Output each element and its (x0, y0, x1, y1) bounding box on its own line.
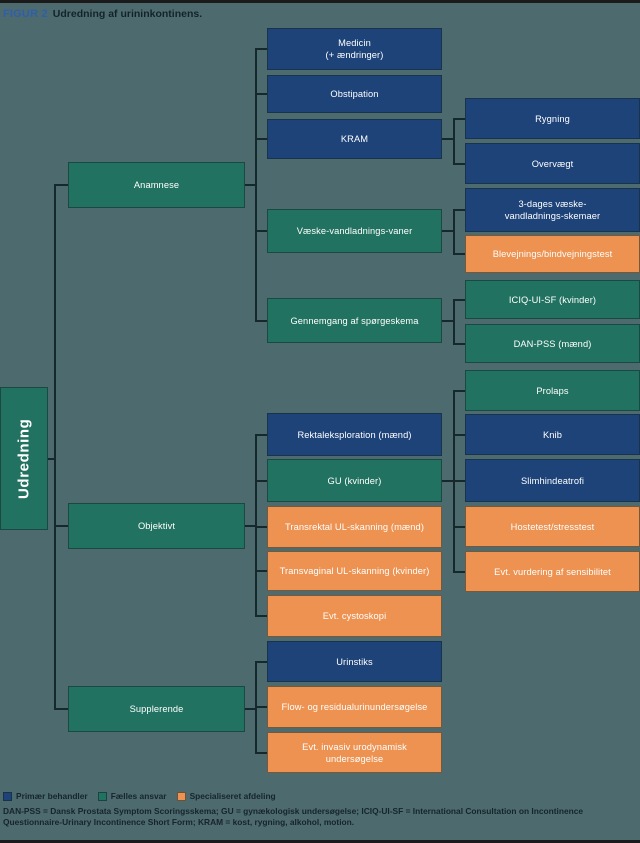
node-overvaegt: Overvægt (465, 143, 640, 184)
connector-gu-kvinder-to-knib (453, 433, 467, 436)
connector-objektivt-to-transvaginal-ul (255, 570, 269, 572)
node-transvaginal-ul: Transvaginal UL-skanning (kvinder) (267, 551, 442, 591)
legend-item-specialiseret-afdeling: Specialiseret afdeling (176, 791, 276, 801)
legend-label-faelles-ansvar: Fælles ansvar (110, 791, 167, 801)
node-supplerende: Supplerende (68, 686, 245, 732)
connector-kram-to-overvaegt (453, 162, 467, 165)
connector-root-to-branch-anamnese (54, 184, 70, 186)
node-rygning: Rygning (465, 98, 640, 139)
node-transrektal-ul: Transrektal UL-skanning (mænd) (267, 506, 442, 548)
connector-gu-kvinder-to-slimhindeatrofi (453, 479, 467, 482)
node-slimhindeatrofi: Slimhindeatrofi (465, 459, 640, 502)
node-medicin: Medicin(+ ændringer) (267, 28, 442, 70)
connector-anamnese-to-gennemgang-spoergeskema (255, 319, 269, 322)
connector-kram-to-rygning (453, 117, 467, 120)
node-iciq-ui-sf: ICIQ-UI-SF (kvinder) (465, 280, 640, 319)
node-gu-kvinder: GU (kvinder) (267, 459, 442, 502)
connector-gu-kvinder-to-sensibilitet (453, 570, 467, 573)
node-anamnese: Anamnese (68, 162, 245, 208)
legend-item-faelles-ansvar: Fælles ansvar (97, 791, 167, 801)
node-vaeske-vandladnings-vaner: Væske-vandladnings-vaner (267, 209, 442, 253)
legend-swatch-faelles-ansvar (97, 791, 107, 801)
connector-gennemgang-spoergeskema-to-dan-pss (453, 342, 467, 345)
node-flow-residualurin: Flow- og residualurinundersøgelse (267, 686, 442, 728)
connector-kram-spine (453, 117, 455, 165)
connector-objektivt-to-rektaleksploration (255, 433, 269, 436)
connector-supplerende-to-urinstiks (255, 660, 269, 663)
connector-kram-stub (442, 138, 455, 140)
node-blevejningstest: Blevejnings/bindvejningstest (465, 235, 640, 273)
connector-anamnese-spine (255, 48, 257, 322)
node-urinstiks: Urinstiks (267, 641, 442, 682)
connector-supplerende-to-invasiv-urodynamisk (255, 751, 269, 754)
node-hostetest: Hostetest/stresstest (465, 506, 640, 547)
connector-anamnese-to-obstipation (255, 93, 269, 95)
connector-vaeske-vandladnings-vaner-to-blevejningstest (453, 253, 467, 255)
connector-vaeske-vandladnings-vaner-to-3-dages-skemaer (453, 209, 467, 211)
connector-anamnese-to-vaeske-vandladnings-vaner (255, 230, 269, 232)
connector-anamnese-stub (245, 184, 257, 186)
node-obstipation: Obstipation (267, 75, 442, 113)
node-knib: Knib (465, 414, 640, 455)
bottom-rule (0, 840, 640, 843)
legend-label-specialiseret-afdeling: Specialiseret afdeling (189, 791, 276, 801)
connector-gennemgang-spoergeskema-to-iciq-ui-sf (453, 298, 467, 301)
connector-supplerende-stub (245, 708, 257, 710)
connector-root-spine (54, 184, 56, 710)
node-3-dages-skemaer: 3-dages væske-vandladnings-skemaer (465, 188, 640, 232)
figure-title: Udredning af urininkontinens. (52, 8, 203, 20)
connector-anamnese-to-medicin (255, 48, 269, 50)
node-dan-pss: DAN-PSS (mænd) (465, 324, 640, 363)
connector-objektivt-to-transrektal-ul (255, 526, 269, 528)
node-rektaleksploration: Rektaleksploration (mænd) (267, 413, 442, 456)
connector-objektivt-to-gu-kvinder (255, 479, 269, 482)
connector-root-to-branch-objektivt (54, 525, 70, 527)
legend-item-primaer-behandler: Primær behandler (3, 791, 88, 801)
connector-objektivt-spine (255, 433, 257, 617)
figure-header: FIGUR 2 Udredning af urininkontinens. (3, 8, 202, 22)
connector-gu-kvinder-to-prolaps (453, 389, 467, 392)
legend-swatch-specialiseret-afdeling (176, 791, 186, 801)
node-gennemgang-spoergeskema: Gennemgang af spørgeskema (267, 298, 442, 343)
node-objektivt: Objektivt (68, 503, 245, 549)
connector-anamnese-to-kram (255, 138, 269, 140)
legend: Primær behandler Fælles ansvar Specialiser… (3, 791, 276, 801)
connector-vaeske-vandladnings-vaner-spine (453, 209, 455, 255)
figure-number-label: FIGUR 2 (3, 8, 48, 20)
connector-gennemgang-spoergeskema-spine (453, 298, 455, 345)
node-sensibilitet: Evt. vurdering af sensibilitet (465, 551, 640, 592)
connector-supplerende-to-flow-residualurin (255, 706, 269, 708)
top-rule (0, 0, 640, 3)
connector-gu-kvinder-stub (442, 479, 455, 482)
connector-vaeske-vandladnings-vaner-stub (442, 230, 455, 232)
legend-swatch-primaer-behandler (3, 791, 12, 801)
legend-label-primaer-behandler: Primær behandler (16, 791, 88, 801)
node-prolaps: Prolaps (465, 370, 640, 411)
connector-gu-kvinder-to-hostetest (453, 525, 467, 528)
connector-objektivt-to-cystoskopi (255, 615, 269, 617)
connector-root-to-branch-supplerende (54, 708, 70, 710)
connector-root-stub (48, 457, 56, 460)
node-udredning-root: Udredning (0, 387, 48, 530)
node-cystoskopi: Evt. cystoskopi (267, 595, 442, 637)
connector-objektivt-stub (245, 525, 257, 527)
node-kram: KRAM (267, 119, 442, 159)
footnote: DAN-PSS = Dansk Prostata Symptom Scoring… (3, 806, 584, 827)
connector-gennemgang-spoergeskema-stub (442, 319, 455, 322)
